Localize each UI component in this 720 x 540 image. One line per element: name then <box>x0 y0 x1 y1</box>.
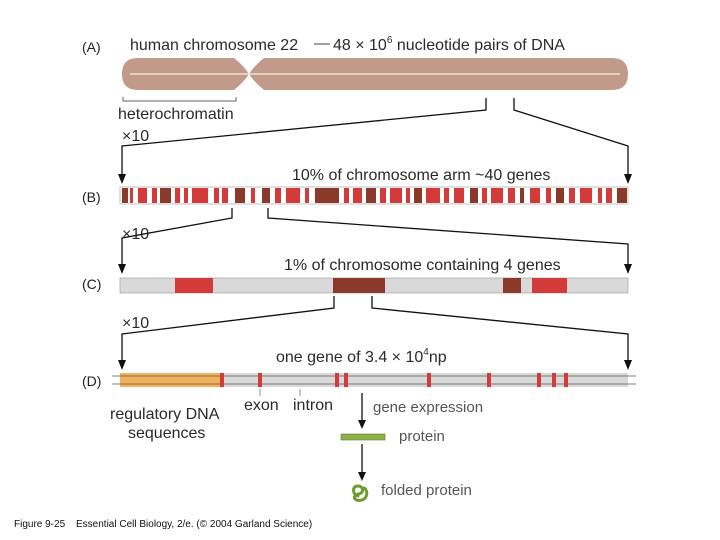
figure-caption: Essential Cell Biology, 2/e. (© 2004 Gar… <box>76 519 312 530</box>
gene-c-2 <box>333 278 385 293</box>
gene-band-b-mark <box>406 188 410 203</box>
gene-band-b-mark <box>508 188 515 203</box>
folding-arrowhead <box>358 472 366 481</box>
panel-label-c: (C) <box>82 276 101 292</box>
magnification-1: ×10 <box>122 128 149 145</box>
gene-band-b-mark <box>286 188 300 203</box>
gene-band-b-mark <box>192 188 208 203</box>
gene-c-1 <box>175 278 213 293</box>
arrowhead-a-right <box>624 174 632 184</box>
zoom-lines-b-c <box>121 208 629 266</box>
gene-band-b-mark <box>160 188 171 203</box>
gene-band-b-mark <box>262 188 270 203</box>
gene-band-b-mark <box>546 188 551 203</box>
gene-band-b-mark <box>152 188 157 203</box>
gene-band-b-mark <box>580 188 592 203</box>
gene-band-b-mark <box>184 188 188 203</box>
gene-band-b-mark <box>380 188 386 203</box>
gene-band-b-mark <box>222 188 228 203</box>
regulatory-label-line1: regulatory DNA <box>110 406 220 423</box>
gene-c-4 <box>532 278 567 293</box>
gene-band-b-mark <box>235 188 245 203</box>
gene-band-b-mark <box>344 188 349 203</box>
panel-label-b: (B) <box>82 189 101 205</box>
gene-band-b-mark <box>426 188 440 203</box>
panel-label-a: (A) <box>82 39 101 55</box>
gene-band-b-marks <box>122 188 627 203</box>
gene-expression-label: gene expression <box>373 399 483 416</box>
arrowhead-b-left <box>118 264 126 274</box>
exon-marks <box>220 373 568 387</box>
gene-band-b-mark <box>454 188 464 203</box>
gene-band-b-mark <box>275 188 281 203</box>
heterochromatin-bracket <box>122 97 237 102</box>
gene-band-b-mark <box>353 188 362 203</box>
zoom-lines-a-b <box>121 98 629 176</box>
gene-band-b-mark <box>366 188 376 203</box>
expression-arrowhead <box>358 420 366 429</box>
gene-band-b-mark <box>482 188 487 203</box>
gene-band-b-mark <box>617 188 627 203</box>
gene-c-3 <box>503 278 521 293</box>
gene-band-b-mark <box>138 188 147 203</box>
arrowhead-a-left <box>118 174 126 184</box>
gene-band-b-mark <box>214 188 219 203</box>
chromosome-arm-title: 10% of chromosome arm ~40 genes <box>292 167 550 184</box>
gene-band-b-mark <box>569 188 575 203</box>
magnification-3: ×10 <box>122 315 149 332</box>
regulatory-region <box>120 373 220 387</box>
gene-band-b-mark <box>390 188 402 203</box>
gene-band-b-mark <box>520 188 524 203</box>
nucleotide-count-label: 48 × 106 nucleotide pairs of DNA <box>333 35 565 54</box>
gene-band-b-mark <box>315 188 339 203</box>
figure-number: Figure 9-25 <box>14 519 66 530</box>
regulatory-label-line2: sequences <box>128 425 205 442</box>
arrowhead-b-right <box>624 264 632 274</box>
gene-band-b-mark <box>598 188 602 203</box>
heterochromatin-label: heterochromatin <box>118 106 234 123</box>
gene-band-b-mark <box>122 188 128 203</box>
four-genes-title: 1% of chromosome containing 4 genes <box>284 257 561 274</box>
folded-protein-label: folded protein <box>381 482 472 499</box>
gene-band-b-mark <box>414 188 422 203</box>
chromosome-title: human chromosome 22 <box>130 37 298 54</box>
gene-band-b-mark <box>130 188 133 203</box>
panel-label-d: (D) <box>82 373 101 389</box>
gene-band-b-mark <box>530 188 540 203</box>
zoom-lines-c-d <box>121 296 629 362</box>
gene-band-b-mark <box>444 188 449 203</box>
gene-band-b-mark <box>251 188 255 203</box>
gene-band-b-mark <box>556 188 564 203</box>
gene-band-b-mark <box>175 188 180 203</box>
protein-chain <box>340 433 386 441</box>
arrowhead-c-left <box>118 360 126 370</box>
gene-band-b-mark <box>470 188 478 203</box>
gene-band-b-mark <box>305 188 309 203</box>
protein-label: protein <box>399 428 445 445</box>
arrowhead-c-right <box>624 360 632 370</box>
gene-band-b-mark <box>606 188 612 203</box>
magnification-2: ×10 <box>122 226 149 243</box>
one-gene-title: one gene of 3.4 × 104np <box>276 347 447 366</box>
gene-band-b-mark <box>491 188 503 203</box>
intron-label: intron <box>293 397 333 414</box>
folded-protein-icon <box>352 484 369 502</box>
exon-label: exon <box>244 397 279 414</box>
gene-band-d <box>120 373 628 387</box>
